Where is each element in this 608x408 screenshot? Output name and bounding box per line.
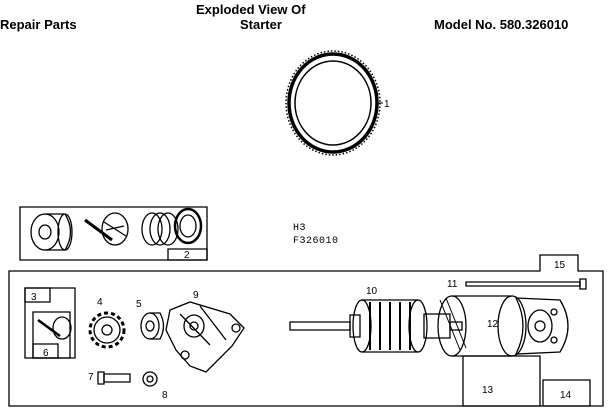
callout-7: 7 xyxy=(88,372,94,383)
spring-retainer-box xyxy=(32,311,72,359)
drive-kit-box xyxy=(19,206,208,261)
callout-3: 3 xyxy=(31,292,37,303)
callout-14: 14 xyxy=(560,390,572,401)
callout-4: 4 xyxy=(97,297,103,308)
repair-parts-heading: Repair Parts xyxy=(0,17,77,32)
model-number: Model No. 580.326010 xyxy=(434,17,569,32)
housing-assembly-box xyxy=(462,355,541,407)
callout-2: 2 xyxy=(184,250,190,261)
callout-5: 5 xyxy=(136,299,142,310)
pinion-gear-part xyxy=(88,311,126,349)
callout-12: 12 xyxy=(487,319,499,330)
diagram-code-h3: H3 xyxy=(293,223,307,234)
diagram-title-line2: Starter xyxy=(240,17,282,32)
callout-9: 9 xyxy=(193,290,199,301)
callout-6: 6 xyxy=(43,348,49,359)
armature-part xyxy=(289,299,463,353)
diagram-code-f: F326010 xyxy=(293,236,339,247)
ring-gear-part xyxy=(285,50,381,156)
callout-11: 11 xyxy=(447,279,458,290)
housing-field-part xyxy=(437,295,527,357)
commutator-end-cap-part xyxy=(514,297,591,407)
callout-8: 8 xyxy=(162,390,168,401)
diagram-title-line1: Exploded View Of xyxy=(196,2,306,17)
drive-nut-part xyxy=(140,312,165,340)
nut-part xyxy=(142,371,158,387)
drive-kit-parts xyxy=(30,207,203,251)
drive-end-cap-part xyxy=(165,301,245,373)
callout-15: 15 xyxy=(554,260,566,271)
starter-assembly-box xyxy=(8,254,604,407)
screw-part xyxy=(97,371,131,385)
callout-10: 10 xyxy=(366,286,378,297)
callout-13: 13 xyxy=(482,385,494,396)
callout-1: 1 xyxy=(384,99,390,110)
thru-bolt-part xyxy=(465,278,587,290)
pinion-assembly-box xyxy=(24,287,76,359)
